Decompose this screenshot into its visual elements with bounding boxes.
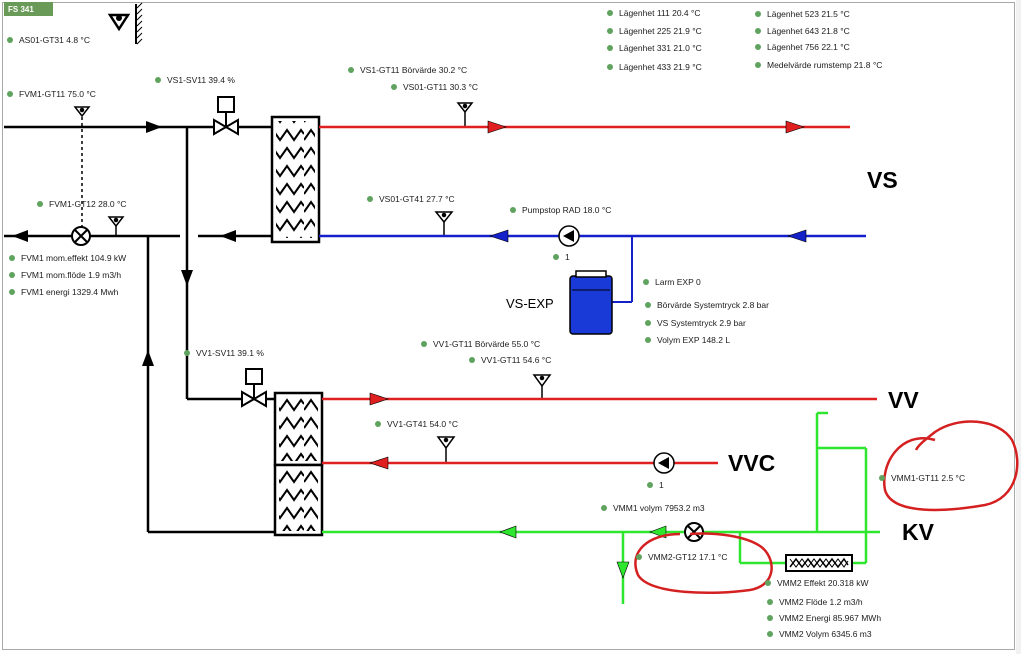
outdoor-sensor-icon <box>107 2 143 45</box>
system-pressure-setpoint-label: Börvärde Systemtryck 2.8 bar <box>645 300 769 310</box>
apartment-temp: Lägenhet 433 21.9 °C <box>607 62 702 72</box>
heat-exchanger-vs <box>270 115 321 244</box>
heating-supply-line <box>319 120 850 134</box>
fvm1-gt12-label: FVM1-GT12 28.0 °C <box>37 199 127 209</box>
vs01-gt41-label: VS01-GT41 27.7 °C <box>367 194 455 204</box>
vmm2-energy-label: VMM2 Energi 85.967 MWh <box>767 613 881 623</box>
vs01-gt11-label: VS01-GT11 30.3 °C <box>391 82 478 92</box>
vv1-gt11-setpoint-label: VV1-GT11 Börvärde 55.0 °C <box>421 339 540 349</box>
fvm1-flow-label: FVM1 mom.flöde 1.9 m3/h <box>9 270 121 280</box>
apartment-temp: Lägenhet 331 21.0 °C <box>607 43 702 53</box>
cold-water-heat-meter-icon <box>785 554 853 572</box>
apartment-temp: Lägenhet 643 21.8 °C <box>755 26 850 36</box>
vmm2-volume-label: VMM2 Volym 6345.6 m3 <box>767 629 872 639</box>
fvm1-gt11-label: FVM1-GT11 75.0 °C <box>7 89 96 99</box>
vs1-sv11-label: VS1-SV11 39.4 % <box>155 75 235 85</box>
vmm2-gt12-label: VMM2-GT12 17.1 °C <box>636 552 727 562</box>
hw-circulation-pump-icon[interactable] <box>653 452 675 474</box>
larm-exp-label: Larm EXP 0 <box>643 277 701 287</box>
heat-exchanger-vv <box>273 391 324 467</box>
control-valve-vs-icon <box>213 96 239 136</box>
outdoor-temp-label: AS01-GT31 4.8 °C <box>7 35 90 45</box>
vv1-gt11-label: VV1-GT11 54.6 °C <box>469 355 551 365</box>
flow-arrows-primary <box>12 121 236 366</box>
vvc-circuit-label: VVC <box>728 450 776 476</box>
district-heating-lines <box>4 125 275 534</box>
control-valve-vv-icon <box>241 368 267 408</box>
expansion-tank-icon <box>569 270 613 335</box>
vs-circuit-label: VS <box>867 167 898 193</box>
hot-water-line <box>322 392 877 406</box>
energy-meter-icon <box>71 226 98 246</box>
substation-badge: FS 341 <box>4 2 53 16</box>
apartment-temp: Lägenhet 225 21.9 °C <box>607 26 702 36</box>
status-dot <box>7 37 13 43</box>
expansion-volume-label: Volym EXP 148.2 L <box>645 335 730 345</box>
temp-sensor-icons <box>73 102 552 463</box>
vmm2-flow-label: VMM2 Flöde 1.2 m3/h <box>767 597 863 607</box>
heating-return-line <box>319 229 866 303</box>
vmm1-gt11-label: VMM1-GT11 2.5 °C <box>879 473 965 483</box>
vv1-gt41-label: VV1-GT41 54.0 °C <box>375 419 458 429</box>
vmm1-volume-label: VMM1 volym 7953.2 m3 <box>601 503 705 513</box>
cold-water-meter-icon <box>684 522 704 542</box>
window-edge <box>1016 0 1021 654</box>
pumpstop-rad-label: Pumpstop RAD 18.0 °C <box>510 205 611 215</box>
hw-pump-status: 1 <box>647 480 664 490</box>
apartment-temp: Lägenhet 756 22.1 °C <box>755 42 850 52</box>
vv-circuit-label: VV <box>888 387 919 413</box>
apartment-temp: Lägenhet 523 21.5 °C <box>755 9 850 19</box>
heating-pump-status: 1 <box>553 252 570 262</box>
vmm2-power-label: VMM2 Effekt 20.318 kW <box>765 578 869 588</box>
heat-exchanger-kv <box>273 463 324 537</box>
average-room-temp: Medelvärde rumstemp 21.8 °C <box>755 60 882 70</box>
heating-pump-icon[interactable] <box>558 225 580 247</box>
fvm1-power-label: FVM1 mom.effekt 104.9 kW <box>9 253 126 263</box>
apartment-temp: Lägenhet 111 20.4 °C <box>607 8 701 18</box>
hw-circulation-line <box>322 456 718 470</box>
kv-circuit-label: KV <box>902 519 934 545</box>
fvm1-energy-label: FVM1 energi 1329.4 Mwh <box>9 287 118 297</box>
expansion-tank-label: VS-EXP <box>506 296 554 311</box>
vv1-sv11-label: VV1-SV11 39.1 % <box>184 348 264 358</box>
vs1-gt11-setpoint-label: VS1-GT11 Börvärde 30.2 °C <box>348 65 467 75</box>
system-pressure-label: VS Systemtryck 2.9 bar <box>645 318 746 328</box>
